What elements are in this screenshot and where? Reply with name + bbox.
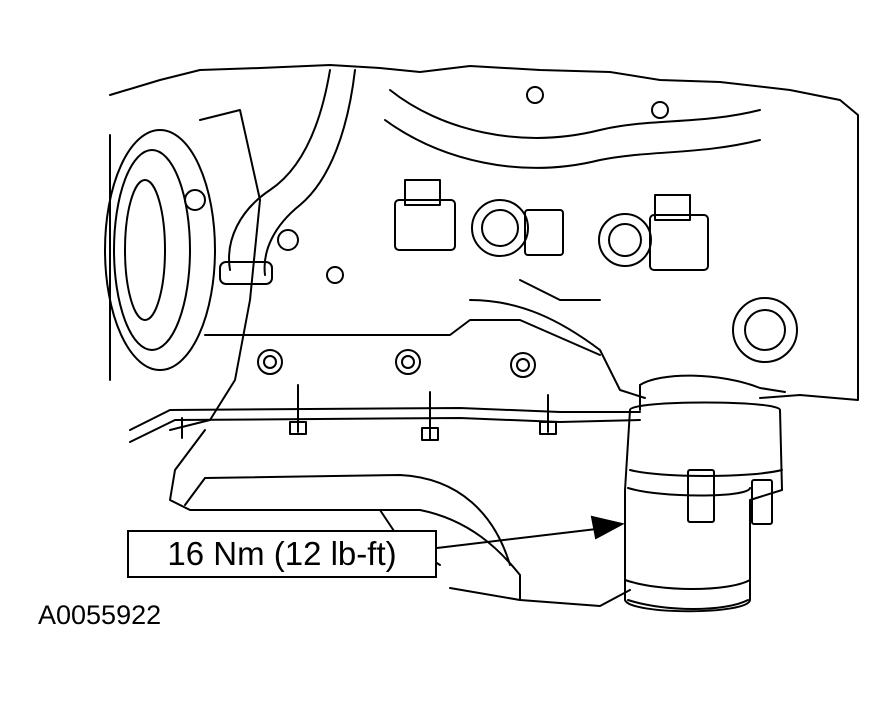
- bolt: [277, 229, 299, 251]
- intake-runner: [389, 89, 761, 139]
- bolt: [651, 101, 669, 119]
- figure-id: A0055922: [38, 600, 162, 630]
- port-2: [598, 213, 652, 267]
- coil-3: [524, 209, 564, 256]
- gasket-rail: [129, 407, 641, 431]
- coolant-hose: [228, 69, 331, 271]
- filter-adapter: [639, 374, 786, 393]
- engine-outline: [109, 64, 859, 401]
- port-1: [471, 199, 529, 257]
- bolt: [257, 349, 283, 375]
- coil-2: [649, 214, 709, 271]
- bolt: [395, 349, 421, 375]
- bolt: [510, 352, 536, 378]
- crank-pulley: [104, 129, 216, 371]
- leader-arrow: [436, 515, 625, 549]
- bolt: [526, 86, 544, 104]
- torque-value: 16 Nm (12 lb-ft): [167, 535, 397, 572]
- oil-pan: [169, 429, 521, 601]
- torque-callout: 16 Nm (12 lb-ft): [127, 530, 437, 578]
- block-lower: [204, 319, 601, 356]
- bolt: [184, 189, 206, 211]
- oil-filter: [624, 401, 783, 613]
- port-3: [732, 297, 798, 363]
- coil-1: [394, 199, 456, 251]
- bolt: [326, 266, 344, 284]
